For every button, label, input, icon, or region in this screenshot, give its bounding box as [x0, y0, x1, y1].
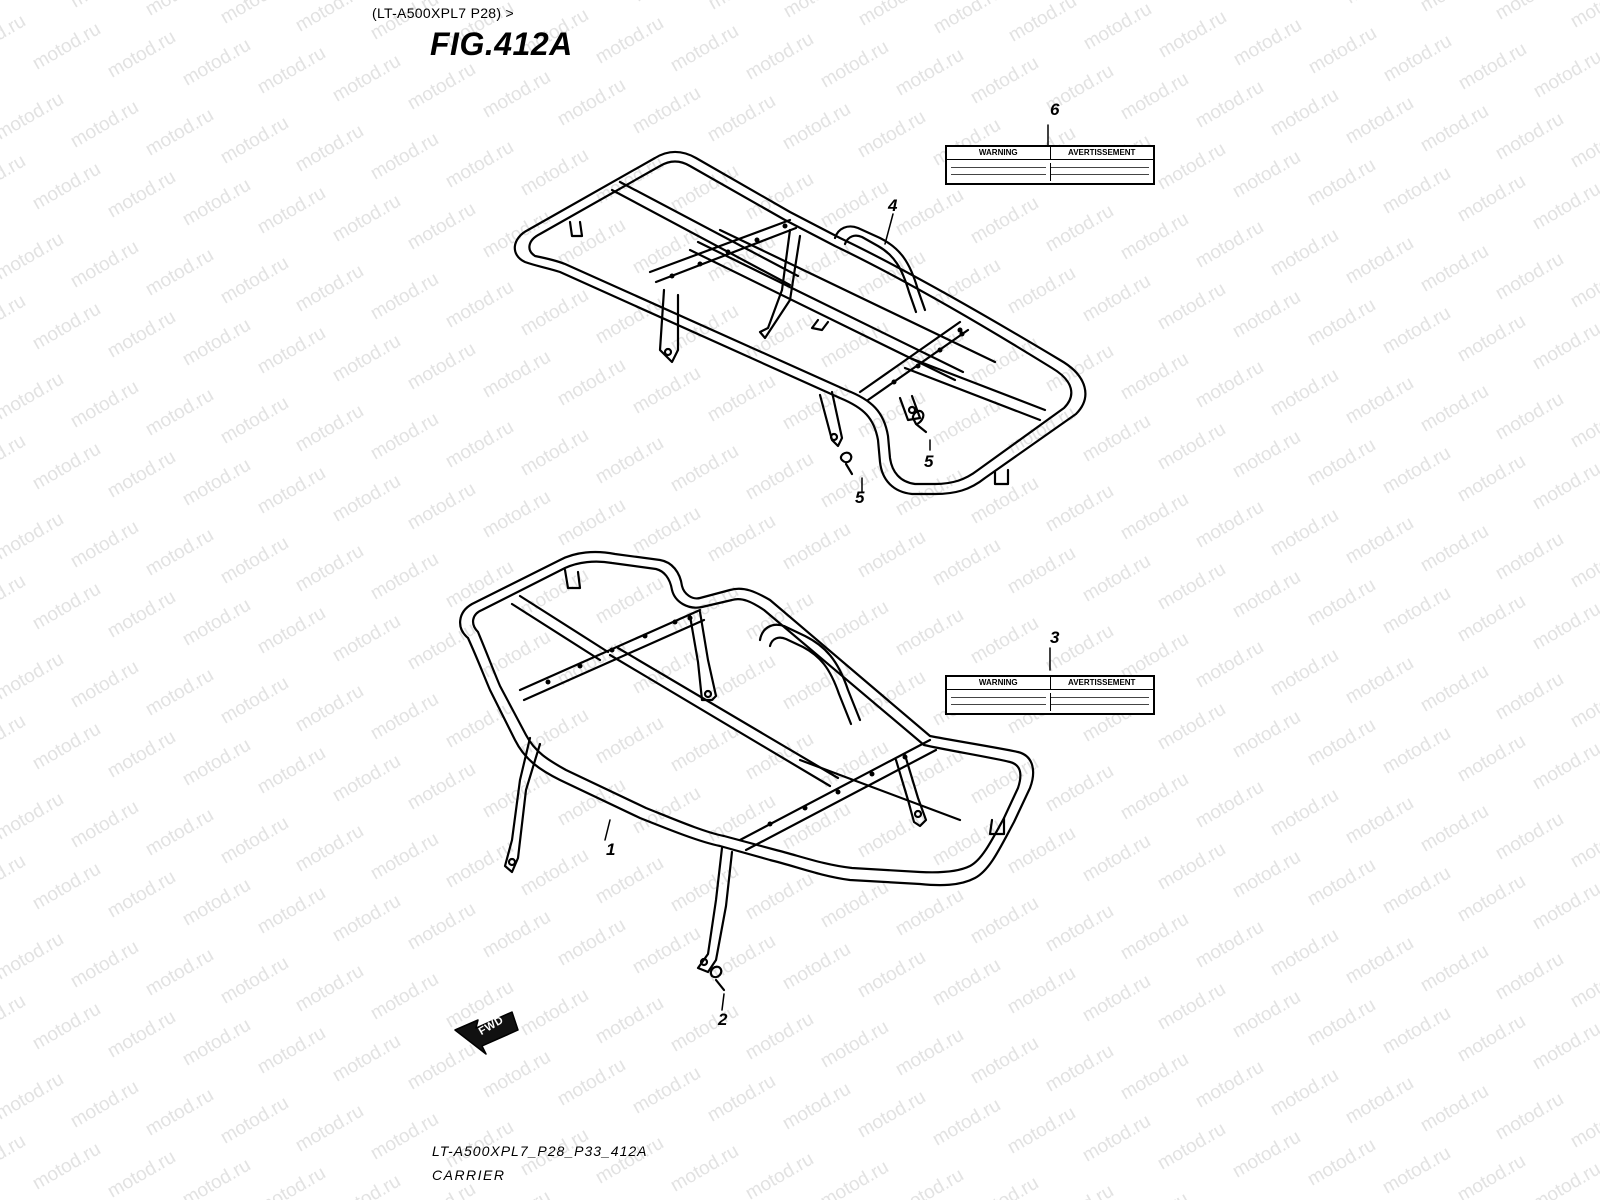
callout-2: 2	[718, 1010, 728, 1029]
callout-3: 3	[1050, 628, 1060, 647]
rear-carrier	[513, 124, 1087, 496]
front-carrier	[459, 550, 1051, 1011]
label-fine-print-fr	[1049, 163, 1149, 181]
figure-title: FIG.412A	[430, 26, 573, 62]
label-fine-print-en	[951, 163, 1046, 181]
callout-1: 1	[606, 840, 616, 859]
label-avertissement-text: AVERTISSEMENT	[1049, 147, 1154, 159]
label-avertissement-text: AVERTISSEMENT	[1049, 677, 1154, 689]
diagram-code: LT-A500XPL7_P28_P33_412A	[432, 1143, 648, 1159]
label-fine-print-fr	[1049, 693, 1149, 711]
callout-5a: 5	[924, 452, 934, 471]
model-variant: (LT-A500XPL7 P28) >	[372, 5, 515, 21]
warning-label-6: WARNING AVERTISSEMENT	[945, 145, 1155, 185]
callout-5b: 5	[855, 488, 865, 507]
label-fine-print-en	[951, 693, 1046, 711]
callout-6: 6	[1050, 100, 1060, 119]
callout-4: 4	[888, 196, 898, 215]
diagram-name: CARRIER	[432, 1167, 506, 1183]
fwd-arrow-shape	[454, 1011, 519, 1055]
label-warning-text: WARNING	[978, 148, 1018, 157]
label-warning-text: WARNING	[978, 678, 1018, 687]
warning-label-3: WARNING AVERTISSEMENT	[945, 675, 1155, 715]
